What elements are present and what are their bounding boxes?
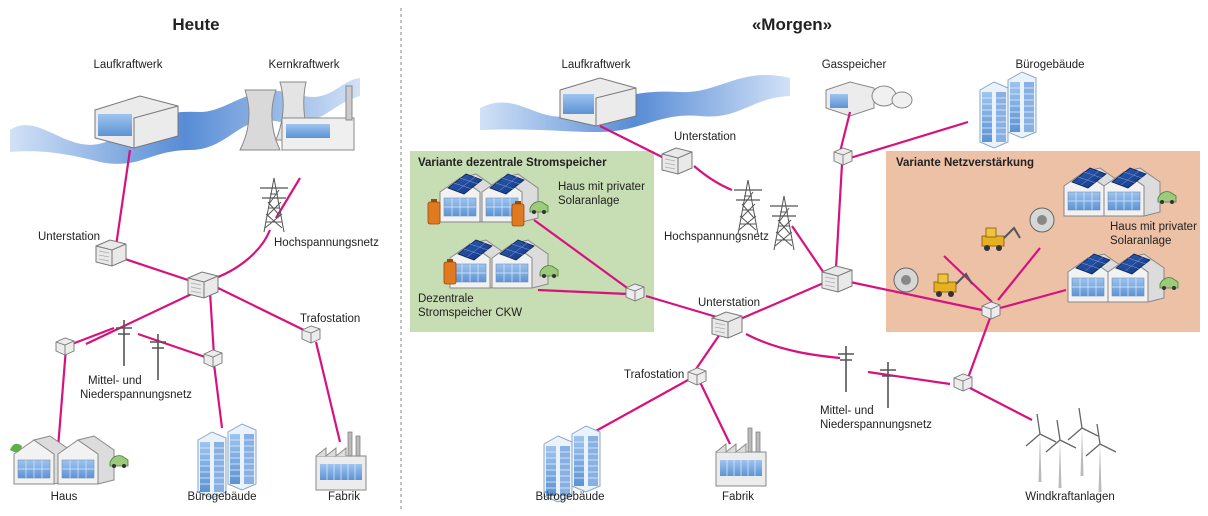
- label-right-mv-1: Mittel- und: [820, 405, 874, 417]
- line-r-storage-batt: [537, 288, 629, 296]
- label-left-nuclear: Kernkraftwerk: [269, 59, 340, 71]
- line-left-hub-south: [208, 291, 216, 357]
- line-r-hub-center: [737, 280, 827, 322]
- label-right-storage-1: Dezentrale: [418, 293, 474, 305]
- line-left-hub-west: [85, 289, 201, 345]
- label-left-mv-2: Niederspannungsnetz: [80, 389, 192, 401]
- line-r-storage-houses: [533, 219, 631, 291]
- line-left-hub-hv: [209, 177, 301, 282]
- label-left-substation: Unterstation: [38, 231, 100, 243]
- line-r-center-mv: [745, 333, 951, 386]
- line-left-mv: [71, 326, 209, 360]
- line-r-east-houses: [997, 247, 1041, 301]
- river-plant-right-icon: [559, 77, 637, 127]
- line-r-hv-hub: [791, 225, 827, 277]
- title-tomorrow: «Morgen»: [752, 15, 832, 34]
- label-right-house-solar-1: Haus mit privater: [558, 181, 645, 193]
- node-left-south-icon: [203, 349, 223, 368]
- line-left-to-factory: [314, 341, 342, 443]
- line-r-node-hub: [834, 163, 844, 269]
- wind-turbines-icon: [1025, 407, 1117, 493]
- label-right-office-bottom: Bürogebäude: [535, 491, 604, 503]
- line-left-hub-trafo: [213, 285, 313, 335]
- line-r-hub-east: [849, 280, 983, 312]
- label-right-storage-2: Stromspeicher CKW: [418, 307, 522, 319]
- label-right-house-solar-2: Solaranlage: [558, 195, 619, 207]
- line-r-to-wind: [969, 387, 1033, 421]
- substation-left-icon: [95, 239, 127, 267]
- label-right-mv-2: Niederspannungsnetz: [820, 419, 932, 431]
- factory-left-icon: [315, 431, 367, 491]
- line-r-gas-node: [838, 111, 852, 153]
- label-left-factory: Fabrik: [328, 491, 360, 503]
- node-right-trafo-icon: [687, 367, 707, 386]
- line-left-sub-hub: [115, 254, 201, 286]
- node-right-gas-icon: [833, 147, 853, 166]
- house-left-icon: [10, 435, 129, 485]
- label-right-gas-storage: Gasspeicher: [822, 59, 887, 71]
- river-plant-left-icon: [94, 95, 179, 149]
- variant-storage-box: [410, 151, 654, 332]
- hub-left-icon: [187, 271, 219, 299]
- line-r-wind-east: [966, 317, 992, 379]
- line-left-to-house: [56, 347, 68, 449]
- label-left-transformer: Trafostation: [300, 313, 360, 325]
- pole-left-2-icon: [149, 333, 167, 381]
- hub-right-icon: [821, 265, 853, 293]
- variant-grid-title: Variante Netzverstärkung: [896, 157, 1034, 169]
- label-right-substation-mid: Unterstation: [698, 297, 760, 309]
- line-r-trafo-office: [593, 379, 689, 433]
- line-r-sub-hv: [693, 165, 733, 192]
- factory-right-icon: [715, 427, 767, 487]
- line-left-river-sub: [114, 149, 132, 247]
- office-left-icon: [197, 423, 257, 499]
- pole-right-1-icon: [837, 345, 855, 393]
- hv-tower-right-1-icon: [733, 179, 763, 235]
- label-left-hv-grid: Hochspannungsnetz: [274, 237, 379, 249]
- label-right-house-solar2-2: Solaranlage: [1110, 235, 1171, 247]
- line-r-trafo-factory: [699, 381, 731, 445]
- label-right-hv-grid: Hochspannungsnetz: [664, 231, 769, 243]
- label-right-river-plant: Laufkraftwerk: [561, 59, 630, 71]
- substation-right-center-icon: [711, 311, 743, 339]
- node-right-wind-icon: [953, 373, 973, 392]
- label-left-office: Bürogebäude: [187, 491, 256, 503]
- pole-left-1-icon: [115, 319, 133, 367]
- line-r-node-center: [645, 294, 721, 320]
- hv-tower-right-2-icon: [769, 195, 799, 251]
- title-today: Heute: [172, 15, 219, 34]
- label-left-house: Haus: [51, 491, 78, 503]
- label-right-transformer: Trafostation: [624, 369, 684, 381]
- node-right-storage-icon: [625, 283, 645, 302]
- label-right-factory: Fabrik: [722, 491, 754, 503]
- gas-storage-icon: [825, 81, 913, 117]
- label-left-mv-1: Mittel- und: [88, 375, 142, 387]
- pole-right-2-icon: [879, 361, 897, 409]
- line-r-river-sub: [599, 125, 669, 161]
- substation-right-top-icon: [661, 147, 693, 175]
- nuclear-plant-icon: [239, 81, 355, 151]
- line-r-east-houses2: [999, 288, 1067, 310]
- label-right-house-solar2-1: Haus mit privater: [1110, 221, 1197, 233]
- node-right-east-icon: [981, 301, 1001, 320]
- label-right-office-top: Bürogebäude: [1015, 59, 1084, 71]
- variant-storage-title: Variante dezentrale Stromspeicher: [418, 157, 607, 169]
- office-right-top-icon: [979, 71, 1037, 149]
- line-r-center-trafo: [693, 333, 721, 373]
- node-left-trafo-icon: [301, 325, 321, 344]
- label-right-wind: Windkraftanlagen: [1025, 491, 1115, 503]
- line-r-node-office: [849, 120, 969, 160]
- label-left-river-plant: Laufkraftwerk: [93, 59, 162, 71]
- node-left-west-icon: [55, 337, 75, 356]
- line-left-to-office: [212, 363, 224, 429]
- label-right-substation-top: Unterstation: [674, 131, 736, 143]
